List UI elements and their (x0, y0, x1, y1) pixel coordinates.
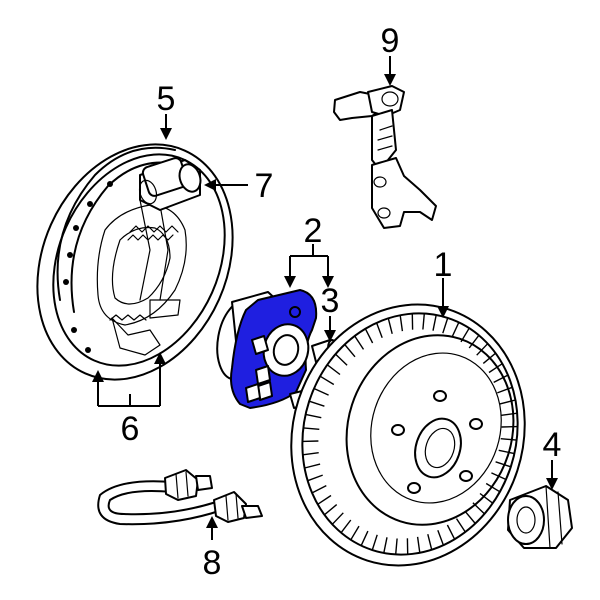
drum-cooling-fins (302, 313, 518, 555)
callout-2: 2 (304, 212, 323, 250)
callout-3: 3 (321, 282, 340, 320)
drum-fin (497, 386, 513, 394)
drum-fin (317, 494, 332, 505)
drum-fin (307, 474, 323, 482)
callout-5: 5 (157, 80, 176, 118)
drum-fin (488, 363, 503, 374)
drum-fin (499, 399, 516, 405)
drum-fin (311, 484, 327, 494)
drum-fin (335, 353, 348, 366)
drum-fin (493, 374, 509, 384)
drum-fin (395, 538, 398, 555)
drum-fin (383, 537, 388, 554)
callout-9: 9 (381, 22, 400, 60)
drum-lug-holes (391, 390, 483, 494)
drum-fin (451, 322, 460, 338)
wheel-cylinder[interactable] (137, 157, 204, 211)
drum-fin (427, 534, 433, 550)
drum-fin (416, 536, 421, 553)
drum-fin (446, 524, 456, 540)
drum-fin (364, 328, 374, 344)
leader-lines (92, 56, 558, 540)
drum-fin (422, 313, 425, 330)
lining-rivets (63, 181, 113, 353)
drum-fin (304, 463, 321, 469)
drum-fin (501, 412, 518, 416)
drum-fin (308, 400, 325, 407)
drum-fin (326, 364, 341, 376)
callout-labels: 1 2 3 4 5 6 7 8 9 (121, 22, 562, 582)
drum-fin (323, 504, 338, 516)
drum-fin (331, 512, 344, 525)
hub-bearing-assembly[interactable] (211, 289, 337, 409)
drum-fin (354, 335, 365, 350)
drum-fin (495, 461, 512, 468)
callout-7: 7 (255, 167, 274, 205)
drum-fin (302, 452, 319, 456)
drum-fin (371, 534, 378, 551)
callout-6: 6 (121, 410, 140, 448)
hub-cap[interactable] (507, 485, 573, 549)
drum-fin (498, 449, 515, 455)
backing-plate-assembly[interactable] (1, 113, 268, 411)
drum-fin (479, 492, 494, 504)
drum-fin (303, 427, 320, 430)
drum-fin (432, 314, 437, 331)
drum-fin (350, 525, 360, 541)
drum-fin (360, 530, 369, 546)
drum-fin (437, 529, 445, 546)
drum-fin (455, 518, 466, 533)
drum-fin (476, 343, 489, 356)
drum-fin (468, 334, 480, 349)
drum-fin (399, 315, 404, 332)
drum-fin (485, 482, 501, 493)
drum-fin (375, 322, 383, 339)
callout-1: 1 (434, 246, 453, 284)
brake-drum[interactable] (258, 274, 558, 596)
drum-fin (340, 519, 352, 534)
drum-fin (387, 318, 393, 334)
drum-fin (442, 317, 449, 334)
mounting-bracket[interactable] (333, 85, 437, 229)
drum-fin (319, 375, 335, 386)
brake-hose[interactable] (97, 469, 263, 526)
callout-8: 8 (203, 544, 222, 582)
callout-4: 4 (543, 426, 562, 464)
drum-fin (500, 438, 517, 441)
drum-fin (305, 413, 322, 419)
drum-fin (464, 510, 476, 524)
drum-fin (313, 387, 329, 396)
drum-fin (344, 344, 356, 358)
